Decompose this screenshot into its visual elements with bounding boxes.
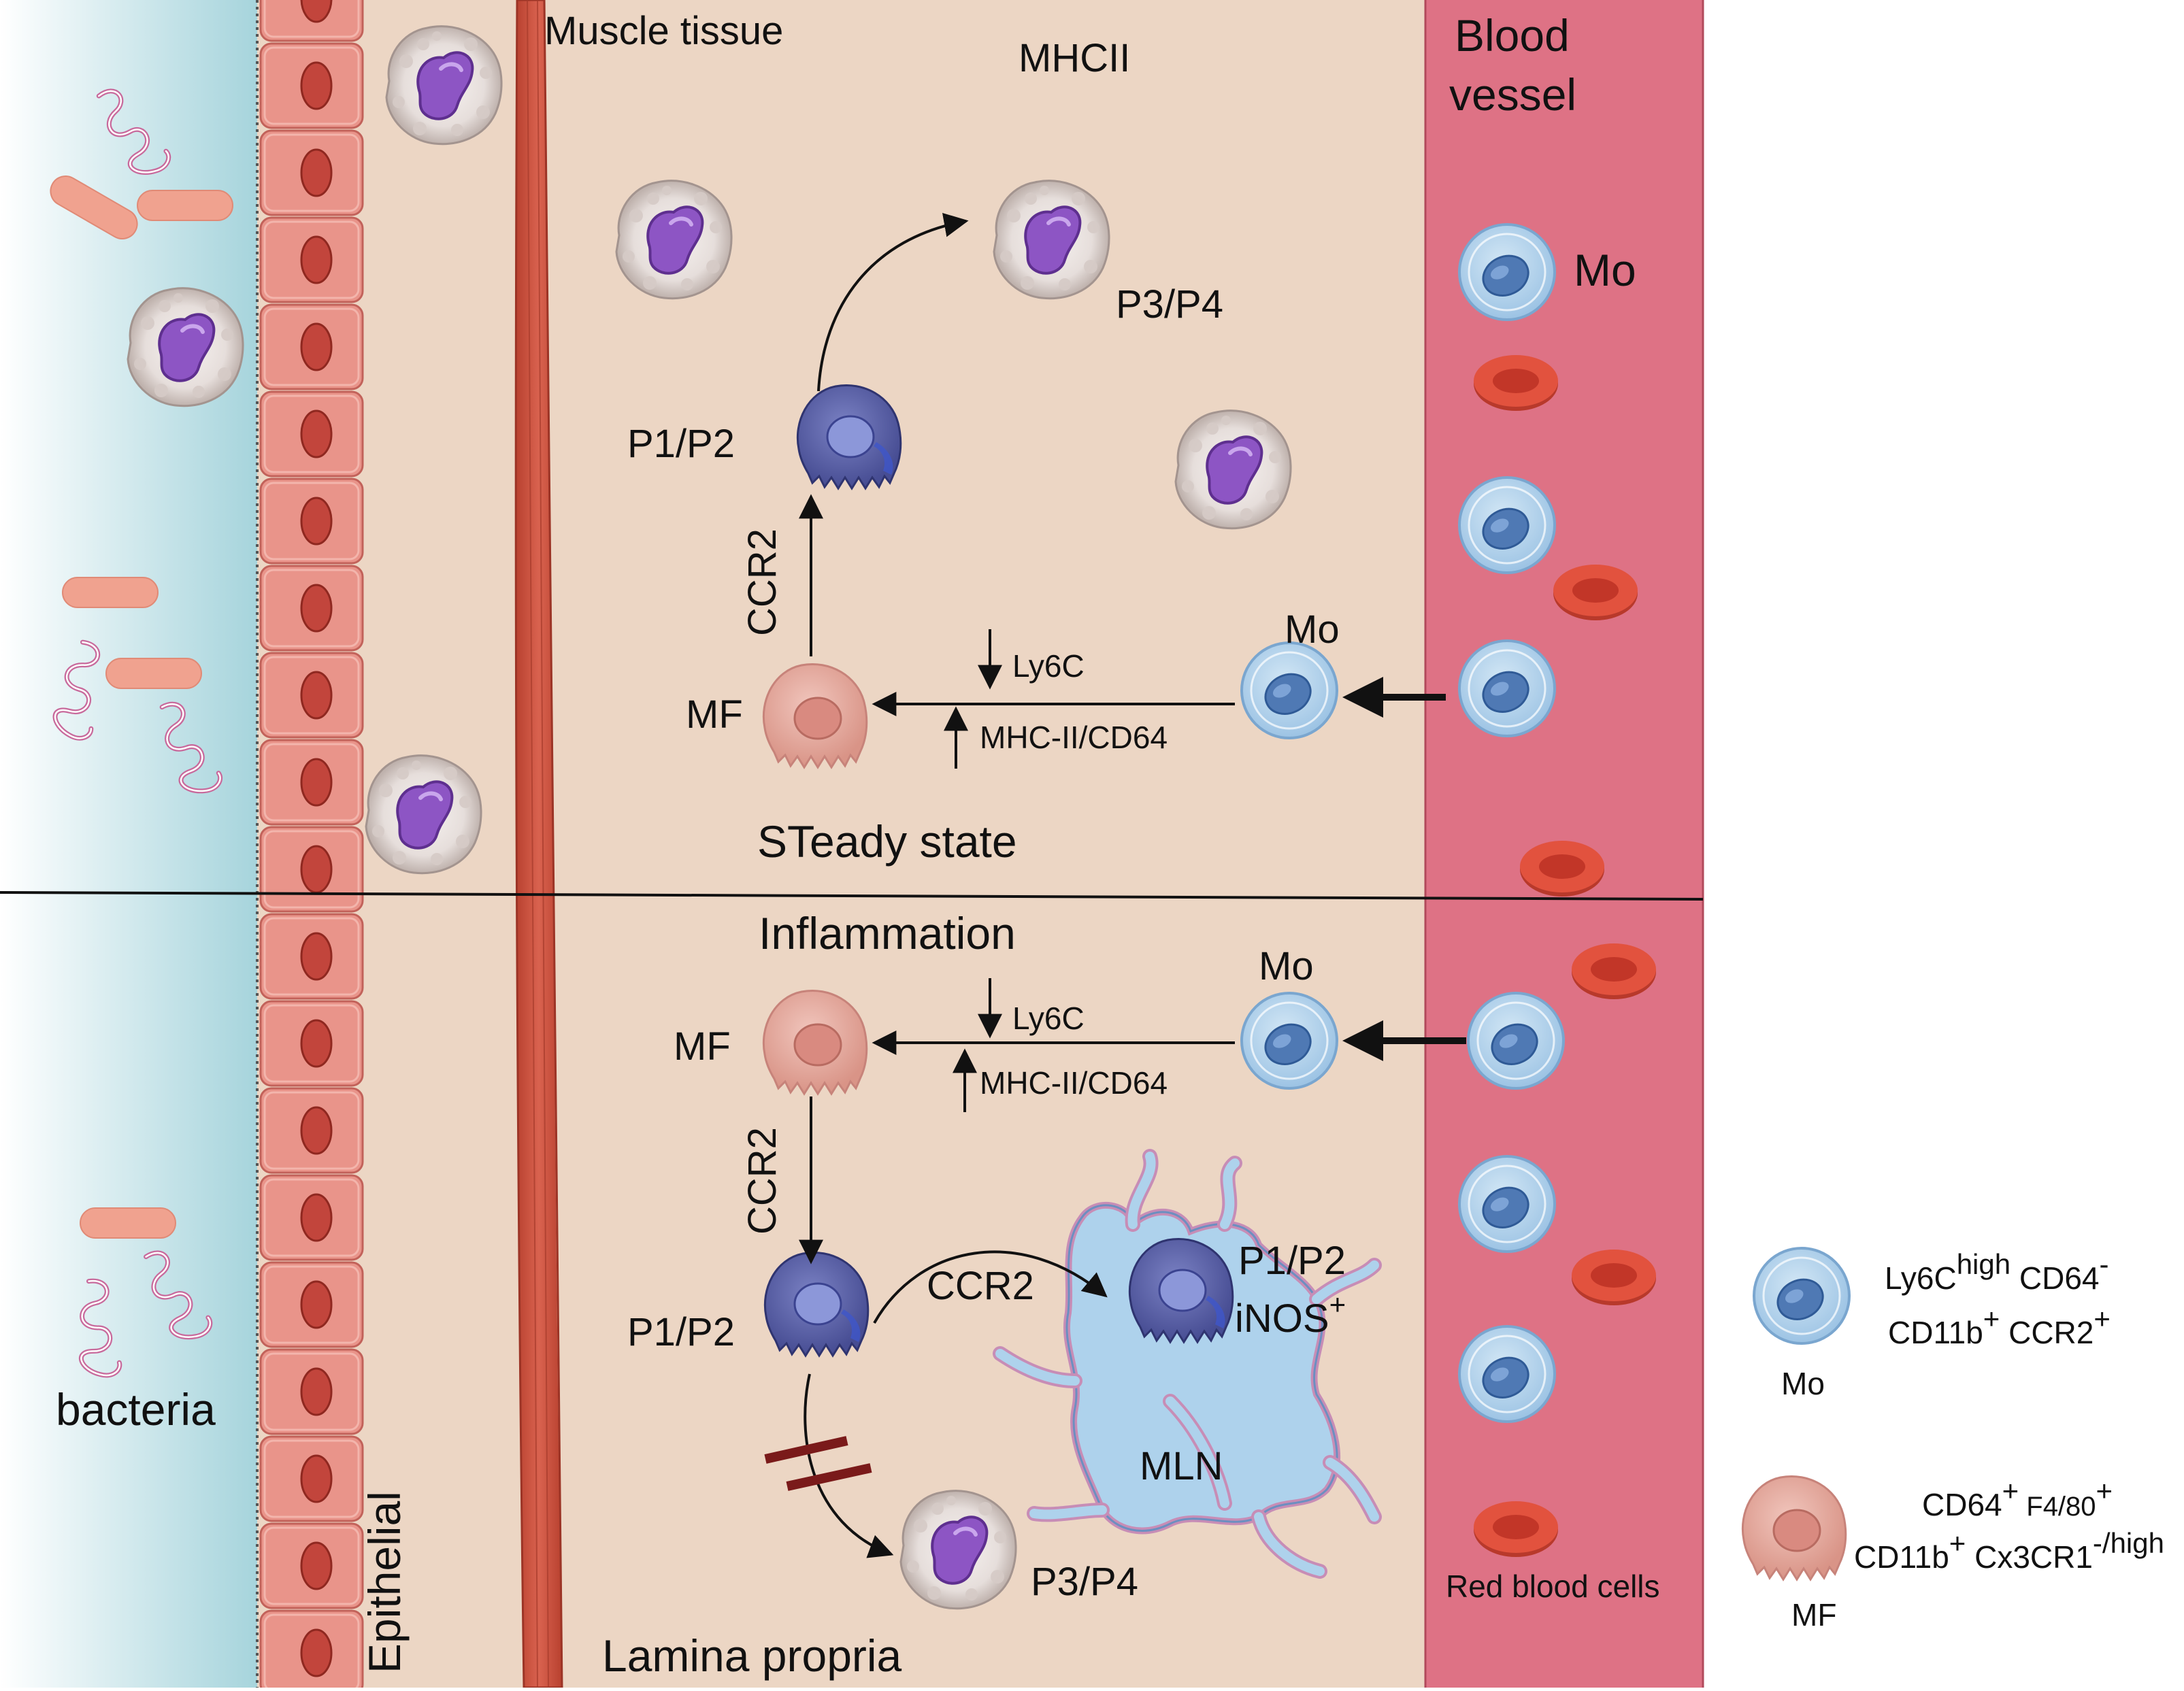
- red-blood-cells-label: Red blood cells: [1446, 1569, 1660, 1604]
- legend-mo-line2: CD11b+ CCR2+: [1888, 1303, 2111, 1350]
- granulocyte-cell: [366, 756, 481, 873]
- vessel-mo-label: Mo: [1574, 245, 1636, 295]
- blood-vessel-label-line2: vessel: [1449, 69, 1576, 120]
- steady-p1p2-label: P1/P2: [627, 422, 735, 466]
- legend-monocyte-icon: [1753, 1247, 1851, 1345]
- state-divider-line: [0, 891, 1704, 901]
- steady-mhc-label: MHC-II/CD64: [980, 720, 1168, 755]
- intestinal-lumen: [0, 0, 257, 1688]
- blood-monocyte: [1458, 639, 1556, 737]
- steady-monocyte-cell: [1240, 641, 1338, 739]
- red-blood-cell: [1572, 943, 1656, 999]
- inflam-mo-label: Mo: [1259, 944, 1314, 988]
- granulocyte-cell: [994, 181, 1109, 299]
- granulocyte-cell: [128, 288, 243, 406]
- legend-mf-name: MF: [1791, 1597, 1836, 1633]
- inflam-p1p2-cell: [763, 1251, 870, 1357]
- inflam-to-mln-arrow: [873, 1250, 1108, 1324]
- blood-monocyte: [1458, 223, 1556, 321]
- legend-mo-line1: Ly6Chigh CD64-: [1885, 1248, 2108, 1296]
- red-blood-cell: [1572, 1250, 1656, 1305]
- steady-p3p4-label: P3/P4: [1116, 282, 1223, 327]
- legend-mf-line1: CD64+ F4/80+: [1922, 1475, 2113, 1522]
- blood-vessel-label-line1: Blood: [1455, 10, 1570, 61]
- epithelial-label: Epithelial: [359, 1491, 410, 1673]
- red-blood-cell: [1474, 355, 1558, 411]
- muscle-tissue-label: Muscle tissue: [544, 9, 783, 53]
- steady-mf-label: MF: [686, 692, 743, 737]
- blocked-inhibition-mark: [764, 1436, 872, 1491]
- granulocyte-cell: [616, 181, 731, 299]
- steady-ccr2-label: CCR2: [740, 529, 784, 636]
- inflam-mhc-label: MHC-II/CD64: [980, 1065, 1168, 1101]
- legend-mf-line2: CD11b+ Cx3CR1-/high: [1854, 1527, 2164, 1575]
- inflam-macrophage-cell: [762, 989, 868, 1095]
- mln-p1p2-label: P1/P2: [1238, 1239, 1346, 1283]
- granulocyte-cell: [1176, 411, 1291, 529]
- inflam-p3p4-label: P3/P4: [1031, 1560, 1138, 1604]
- granulocyte-cell: [901, 1491, 1016, 1609]
- legend-macrophage-icon: [1741, 1475, 1847, 1581]
- bacteria-label: bacteria: [56, 1384, 216, 1435]
- inflammation-label: Inflammation: [759, 908, 1016, 958]
- steady-mo-label: Mo: [1285, 607, 1340, 652]
- inflam-monocyte-cell: [1240, 992, 1338, 1090]
- mln-inos-label: iNOS+: [1235, 1288, 1346, 1341]
- inflam-p1p2-label: P1/P2: [627, 1310, 735, 1354]
- inflam-ly6c-label: Ly6C: [1012, 1001, 1085, 1036]
- red-blood-cell: [1474, 1501, 1558, 1557]
- mln-p1p2-cell: [1128, 1237, 1234, 1343]
- legend-mo-name: Mo: [1781, 1366, 1825, 1401]
- steady-macrophage-cell: [762, 663, 868, 769]
- lamina-propria-label: Lamina propria: [602, 1630, 902, 1681]
- mhcii-label: MHCII: [1019, 36, 1130, 80]
- mln-label: MLN: [1140, 1444, 1223, 1488]
- blood-monocyte: [1458, 1155, 1556, 1253]
- blood-monocyte: [1467, 992, 1565, 1090]
- red-blood-cell: [1520, 841, 1604, 897]
- epithelial-layer: [256, 0, 364, 1691]
- steady-p1p2-to-p3p4-arrow: [817, 212, 969, 392]
- steady-ly6c-label: Ly6C: [1012, 648, 1085, 684]
- inflam-ccr2-mln-label: CCR2: [927, 1264, 1034, 1308]
- inflam-mf-label: MF: [674, 1024, 731, 1069]
- granulocyte-cell: [386, 27, 501, 144]
- red-blood-cell: [1553, 565, 1638, 620]
- blood-monocyte: [1458, 1325, 1556, 1423]
- steady-state-label: STeady state: [757, 816, 1017, 867]
- steady-p1p2-cell: [796, 384, 902, 490]
- blood-monocyte: [1458, 476, 1556, 574]
- inflam-ccr2-down-label: CCR2: [740, 1127, 784, 1235]
